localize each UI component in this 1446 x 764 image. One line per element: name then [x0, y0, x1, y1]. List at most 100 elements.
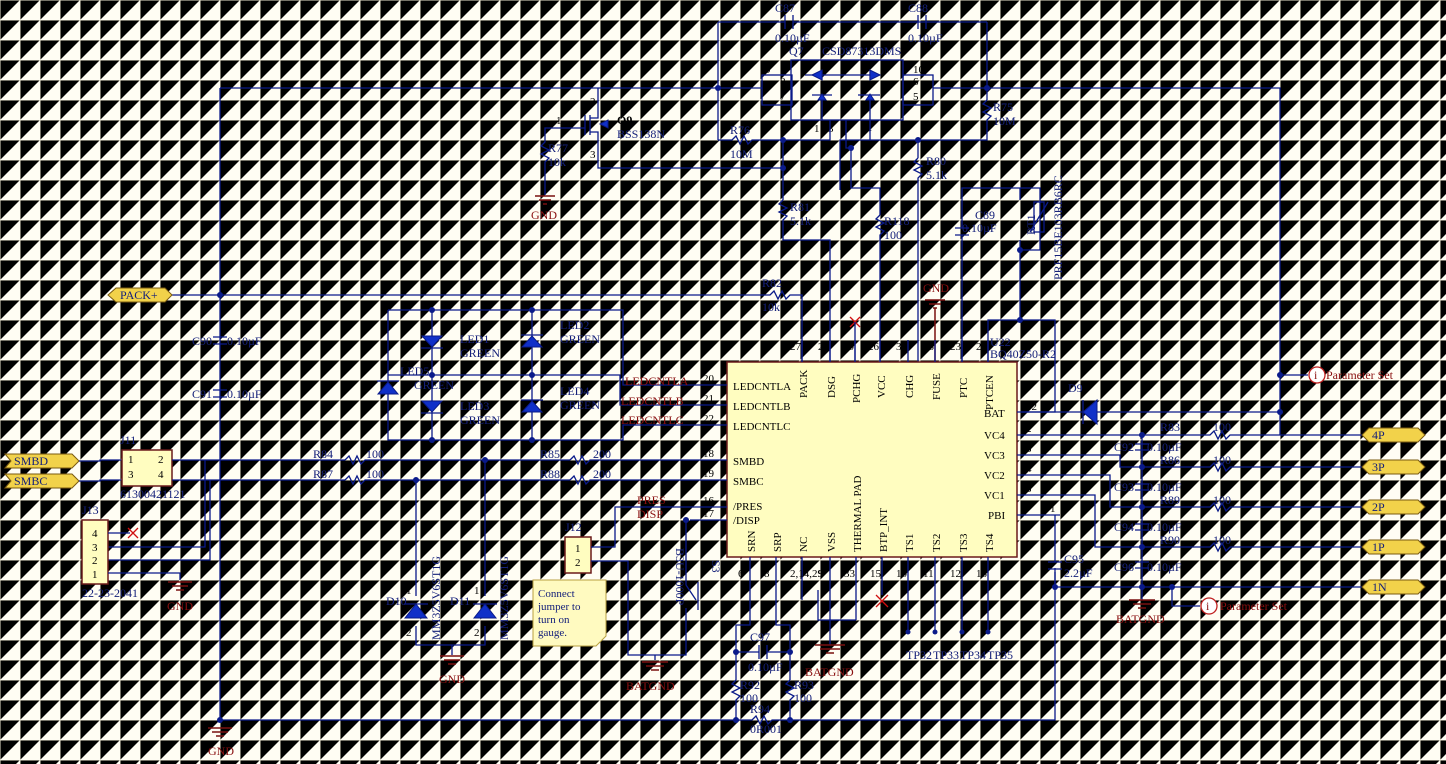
batgnd-symbol-vss: BATGND [805, 644, 854, 679]
svg-text:18: 18 [703, 448, 715, 460]
parameter-set-directive-bottom[interactable]: i Parameter Set [1200, 597, 1288, 615]
svg-text:TS4: TS4 [984, 533, 996, 552]
svg-text:R83: R83 [1160, 420, 1180, 434]
svg-text:2: 2 [474, 627, 480, 639]
smbc-port[interactable]: SMBC [3, 473, 80, 489]
r87-resistor[interactable]: R87 100 [313, 467, 570, 486]
r88-resistor[interactable]: R88 200 [540, 467, 690, 486]
u22-bottom-pins: 6 8 2,14,29 9 33 15 10 11 12 13 SRN SRP … [738, 475, 996, 632]
svg-text:11: 11 [923, 568, 934, 580]
svg-text:TP32: TP32 [906, 648, 932, 662]
svg-text:100: 100 [1213, 493, 1231, 507]
svg-text:3P: 3P [1372, 460, 1385, 474]
svg-text:SRP: SRP [772, 532, 784, 552]
r85-resistor[interactable]: R85 200 [540, 447, 690, 466]
j11-connector[interactable]: J11 61300421121 1 2 3 4 [120, 433, 186, 501]
svg-text:2: 2 [575, 557, 581, 569]
r75-resistor[interactable]: R75 10M [839, 99, 1016, 190]
j13-connector[interactable]: J13 22-23-2041 4 3 2 1 [81, 503, 138, 600]
svg-text:LEDCNTLC: LEDCNTLC [733, 421, 790, 433]
svg-text:1: 1 [474, 585, 480, 597]
port-1n[interactable]: 1N [1361, 579, 1426, 595]
svg-text:R89: R89 [1160, 493, 1180, 507]
gnd-symbol-main: GND [208, 727, 234, 758]
svg-text:BATGND: BATGND [805, 665, 854, 679]
r94-resistor[interactable]: R94 0R001 [220, 568, 1056, 736]
c93-capacitor[interactable]: C93 0.10µF [1114, 480, 1182, 494]
j12-jumper[interactable]: J12 1 2 [564, 520, 592, 574]
c92-capacitor[interactable]: C92 0.10µF [1114, 440, 1182, 454]
svg-text:1: 1 [406, 585, 412, 597]
pack-plus-port[interactable]: PACK+ [107, 287, 173, 303]
smbd-port[interactable]: SMBD [3, 453, 80, 469]
r76-resistor[interactable]: R76 10M [718, 120, 831, 161]
svg-text:0.10µF: 0.10µF [227, 334, 262, 348]
net-ledcntlc: LEDCNTLC [621, 413, 684, 427]
svg-text:3: 3 [128, 469, 134, 481]
svg-text:6: 6 [913, 76, 919, 88]
svg-text:3: 3 [590, 149, 596, 161]
svg-text:100: 100 [1213, 453, 1231, 467]
r82-resistor[interactable]: R82 10k [172, 276, 803, 362]
r90-resistor[interactable]: R90 100 [1060, 494, 1362, 553]
c96-capacitor[interactable]: C96 0.10µF [1114, 560, 1182, 574]
u22-top-pins: 27 28 30 26 31 25 23 24 PACK DSG PCHG VC… [790, 340, 996, 410]
d9-diode[interactable]: D9 1 2 [1060, 381, 1280, 426]
svg-text:1: 1 [1065, 401, 1071, 413]
port-3p[interactable]: 3P [1361, 459, 1426, 475]
svg-text:100: 100 [366, 467, 384, 481]
port-1p[interactable]: 1P [1361, 539, 1426, 555]
r93-resistor[interactable]: R93 100 [784, 678, 814, 720]
r77-resistor[interactable]: R77 10k [539, 127, 568, 195]
u22-gauge-ic[interactable]: U22 BQ40Z50-R2 [726, 335, 1056, 558]
svg-text:D9: D9 [1068, 381, 1083, 395]
svg-text:4P: 4P [1372, 428, 1385, 442]
rt1-thermistor[interactable]: RT1 PRF15BE103RB6RC [1019, 175, 1065, 280]
r81-resistor[interactable]: R81 5.1k [777, 199, 831, 362]
q7-mosfet[interactable]: Q7 CSD87313DMS 9 8 7 10 6 5 1 3 2 4 [761, 44, 934, 135]
svg-text:17: 17 [703, 508, 715, 520]
svg-text:DSG: DSG [826, 376, 838, 398]
svg-text:C87: C87 [775, 1, 795, 15]
svg-text:5.1k: 5.1k [926, 168, 947, 182]
c88-capacitor[interactable]: C88 0.10µF [908, 1, 943, 45]
testpoints[interactable]: TP32 TP33 TP34 TP35 [905, 629, 1014, 663]
r89-resistor[interactable]: R89 100 [1060, 474, 1362, 513]
q9-mosfet[interactable]: Q9 BSS138N 2 1 3 [556, 96, 665, 161]
r92-resistor[interactable]: R92 100 [730, 678, 760, 720]
svg-text:0.10µF: 0.10µF [1147, 440, 1182, 454]
gnd-symbol-j13: GND [167, 581, 193, 613]
svg-text:2: 2 [1026, 423, 1032, 435]
d11-zener[interactable]: D11 MM3Z5V6ST1G 1 2 [450, 556, 511, 640]
led1[interactable]: LED1 GREEN [420, 332, 500, 360]
svg-text:26: 26 [868, 341, 880, 353]
svg-text:10k: 10k [548, 155, 566, 169]
c95-capacitor[interactable]: C95 2.2µF [1048, 515, 1362, 607]
svg-text:jumper to: jumper to [537, 601, 581, 613]
c91-capacitor[interactable]: C91 0.10µF [192, 387, 262, 401]
r86-resistor[interactable]: R86 100 [1060, 453, 1362, 473]
port-4p[interactable]: 4P [1361, 427, 1426, 443]
r84-resistor[interactable]: R84 100 [313, 447, 570, 466]
svg-text:C95: C95 [1064, 552, 1084, 566]
c87-capacitor[interactable]: C87 0.10µF [718, 1, 987, 45]
led4[interactable]: LED4 GREEN [520, 384, 600, 413]
parameter-set-directive-top[interactable]: i Parameter Set [1280, 366, 1394, 384]
d10-zener[interactable]: D10 MM3Z5V6ST1G 1 2 [386, 556, 443, 640]
led2[interactable]: LED2 GREEN [520, 318, 600, 348]
c90-capacitor[interactable]: C90 0.10µF [192, 334, 262, 348]
svg-text:Connect: Connect [538, 588, 575, 600]
r83-resistor[interactable]: R83 100 [1060, 420, 1362, 441]
svg-text:C97: C97 [750, 630, 770, 644]
svg-text:30: 30 [843, 341, 855, 353]
led3[interactable]: LED3 GREEN [420, 399, 500, 427]
c94-capacitor[interactable]: C94 0.10µF [1114, 520, 1182, 534]
r118-resistor[interactable]: R118 100 [874, 214, 910, 362]
led5[interactable]: LED5 GREEN [376, 364, 454, 395]
svg-text:R92: R92 [740, 678, 760, 692]
port-2p[interactable]: 2P [1361, 499, 1426, 515]
s3-switch[interactable]: S3 B3U-1000P [673, 548, 723, 615]
c97-capacitor[interactable]: C97 0.10µF [736, 630, 790, 674]
svg-text:10M: 10M [993, 114, 1016, 128]
